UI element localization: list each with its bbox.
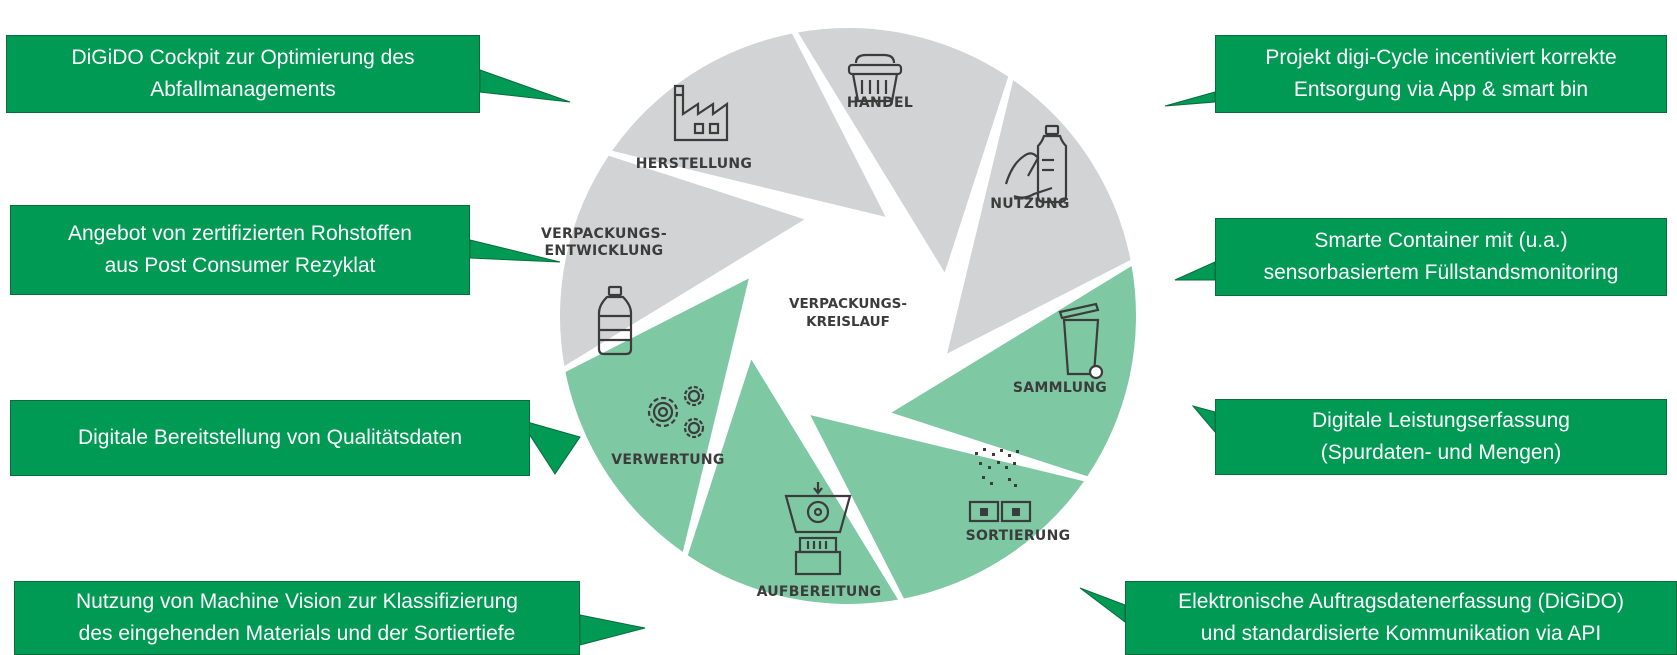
pointer-smarte-container xyxy=(1174,261,1216,281)
segment-nutzung xyxy=(947,80,1131,354)
callout-leistungserfassung-text: Digitale Leistungserfassung (Spurdaten- … xyxy=(1312,409,1570,464)
callout-rohstoffe-text: Angebot von zertifizierten Rohstoffen au… xyxy=(68,222,412,277)
segment-herstellung xyxy=(612,33,886,217)
callout-digi-cycle-text: Projekt digi-Cycle incentiviert korrekte… xyxy=(1265,46,1617,101)
segment-label-sortierung: SORTIERUNG xyxy=(966,528,1071,544)
center-label-line1: VERPACKUNGS- xyxy=(789,296,907,312)
pointer-leistungserfassung xyxy=(1191,405,1216,434)
cycle-segments: HANDEL NUTZUNG SAMMLUNG SORTIERUNG AUFBEREIT… xyxy=(541,27,1136,604)
center-label-line2: KREISLAUF xyxy=(806,314,890,330)
segment-label-sammlung: SAMMLUNG xyxy=(1013,380,1107,396)
trash-bin-icon xyxy=(1058,302,1104,380)
pointer-auftragsdaten xyxy=(1079,587,1126,624)
pointer-machine-vision xyxy=(579,614,646,646)
factory-icon xyxy=(673,84,729,142)
segment-label-handel: HANDEL xyxy=(847,95,913,111)
pointer-rohstoffe xyxy=(469,239,561,263)
segment-label-aufbereitung: AUFBEREITUNG xyxy=(757,584,882,600)
segment-aufbereitung xyxy=(687,359,899,604)
pointer-digi-cycle xyxy=(1164,91,1216,107)
gears-icon xyxy=(647,385,705,439)
callout-machine-vision: Nutzung von Machine Vision zur Klassifiz… xyxy=(14,581,580,655)
callout-digido-cockpit-text: DiGiDO Cockpit zur Optimierung des Abfal… xyxy=(71,46,415,101)
callout-leistungserfassung: Digitale Leistungserfassung (Spurdaten- … xyxy=(1215,399,1667,475)
callout-smarte-container-text: Smarte Container mit (u.a.) sensorbasier… xyxy=(1263,229,1619,284)
bottle-icon xyxy=(597,285,633,356)
segment-sammlung xyxy=(891,265,1136,477)
segment-label-verpackungsentwicklung-1: VERPACKUNGS- xyxy=(541,226,667,242)
segment-handel xyxy=(797,27,1009,273)
callout-rohstoffe: Angebot von zertifizierten Rohstoffen au… xyxy=(10,205,470,295)
hand-bottle-icon xyxy=(1004,124,1068,204)
callout-qualitaetsdaten: Digitale Bereitstellung von Qualitätsdat… xyxy=(10,400,530,476)
segment-verwertung xyxy=(565,278,749,552)
sorting-icon xyxy=(968,448,1032,523)
callout-qualitaetsdaten-text: Digitale Bereitstellung von Qualitätsdat… xyxy=(77,426,463,449)
segment-sortierung xyxy=(810,415,1084,599)
callout-pointers xyxy=(469,69,1216,646)
segment-verpackungsentwicklung xyxy=(559,155,805,367)
basket-icon xyxy=(847,53,903,103)
callout-machine-vision-text: Nutzung von Machine Vision zur Klassifiz… xyxy=(75,590,518,645)
callout-digi-cycle: Projekt digi-Cycle incentiviert korrekte… xyxy=(1215,35,1667,113)
callout-auftragsdaten: Elektronische Auftragsdatenerfassung (Di… xyxy=(1125,581,1677,655)
segment-label-verwertung: VERWERTUNG xyxy=(611,452,724,468)
callout-digido-cockpit: DiGiDO Cockpit zur Optimierung des Abfal… xyxy=(6,35,480,113)
segment-label-verpackungsentwicklung-2: ENTWICKLUNG xyxy=(545,243,664,259)
segment-label-nutzung: NUTZUNG xyxy=(990,196,1069,212)
center-hub xyxy=(746,214,950,418)
pointer-qualitaetsdaten xyxy=(518,419,581,475)
callout-auftragsdaten-text: Elektronische Auftragsdatenerfassung (Di… xyxy=(1178,590,1624,645)
segment-label-herstellung: HERSTELLUNG xyxy=(636,156,752,172)
shredder-icon xyxy=(784,482,852,576)
pointer-digido-cockpit xyxy=(479,69,571,103)
callout-smarte-container: Smarte Container mit (u.a.) sensorbasier… xyxy=(1215,218,1667,296)
